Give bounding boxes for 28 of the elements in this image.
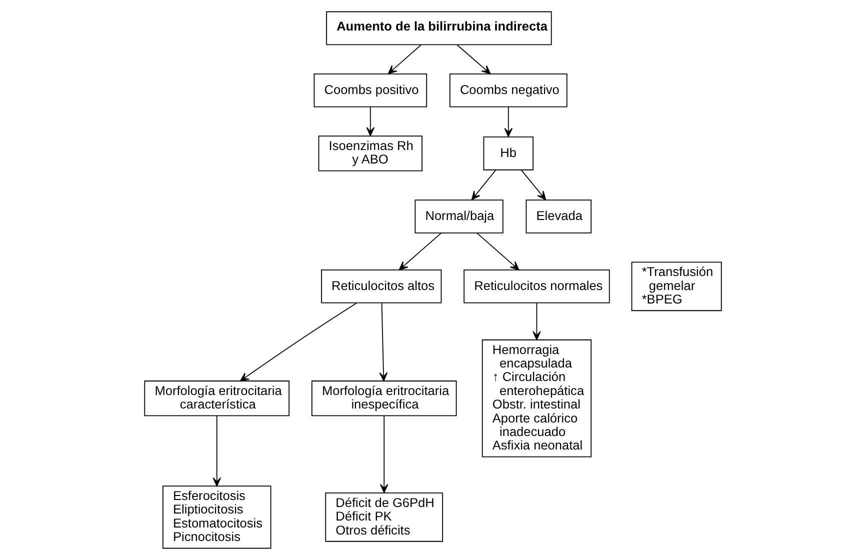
arrow	[387, 44, 421, 74]
node-box: Morfología eritrocitaria inespecífica	[310, 380, 456, 416]
node-box: Morfología eritrocitaria característica	[144, 380, 290, 416]
arrow	[212, 415, 221, 486]
arrow	[520, 170, 546, 200]
node-box: Reticulocitos altos	[320, 269, 442, 304]
arrow	[239, 302, 357, 382]
node-box: *Transfusión gemelar *BPEG	[630, 262, 722, 312]
arrow	[379, 415, 388, 493]
node-box: Normal/baja	[414, 200, 503, 234]
node-box: Déficit de G6PdH Déficit PK Otros déficits	[324, 492, 443, 542]
node-box: Isoenzimas Rh y ABO	[318, 136, 422, 172]
node-box: Coombs positivo	[313, 73, 427, 108]
node-box: Coombs negativo	[448, 73, 567, 108]
arrow	[398, 232, 441, 270]
node-box: Aumento de la bilirrubina indirecta	[326, 11, 552, 46]
arrow	[456, 44, 490, 74]
arrow	[476, 232, 519, 270]
node-box: Elevada	[525, 200, 592, 234]
arrow	[378, 302, 388, 382]
arrow	[366, 106, 374, 136]
node-box: Esferocitosis Eliptiocitosis Estomatocitosis Picnocitosis	[162, 486, 271, 549]
node-box: Reticulocitos normales	[463, 269, 610, 304]
node-box: Hb	[482, 136, 534, 170]
node-box: Hemorragia encapsulada ↑ Circulación enterohepática Obstr. intestinal Aporte calórico inadecuado Asfixia neonatal	[481, 339, 592, 458]
arrow	[532, 302, 540, 340]
arrow	[470, 170, 496, 200]
arrow	[504, 106, 512, 138]
